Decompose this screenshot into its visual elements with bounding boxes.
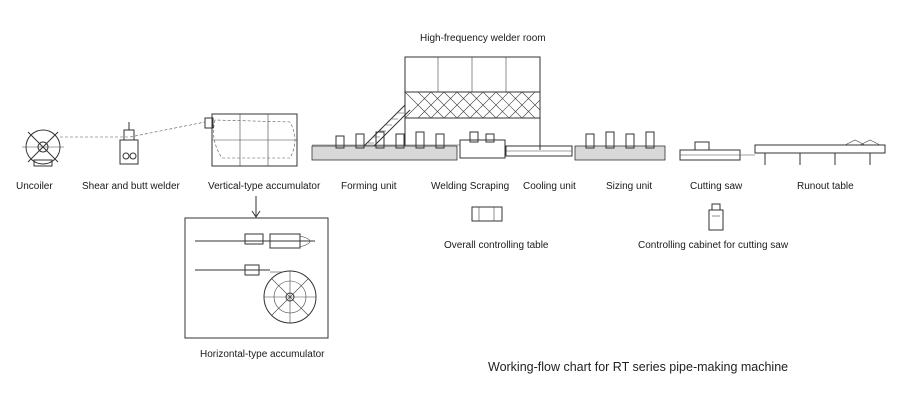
cooling-unit-drawing bbox=[505, 145, 573, 157]
control-cabinet-icon bbox=[708, 203, 724, 231]
strip-path-line bbox=[60, 121, 206, 138]
horizontal-accumulator-label: Horizontal-type accumulator bbox=[200, 349, 325, 360]
overall-controlling-table-label: Overall controlling table bbox=[444, 240, 549, 251]
page-title: Working-flow chart for RT series pipe-ma… bbox=[488, 360, 789, 374]
forming-unit-label: Forming unit bbox=[341, 181, 397, 192]
uncoiler-drawing bbox=[22, 129, 64, 167]
sizing-unit-label: Sizing unit bbox=[606, 181, 653, 192]
welding-scraping-drawing bbox=[459, 131, 506, 159]
control-table-icon bbox=[471, 206, 503, 222]
controlling-cabinet-label: Controlling cabinet for cutting saw bbox=[638, 240, 789, 251]
sizing-unit-drawing bbox=[574, 131, 666, 161]
welding-scraping-label: Welding Scraping bbox=[431, 181, 510, 192]
shear-butt-welder-drawing bbox=[119, 122, 139, 165]
cooling-unit-label: Cooling unit bbox=[523, 181, 576, 192]
shear-butt-welder-label: Shear and butt welder bbox=[82, 181, 180, 192]
cutting-saw-drawing bbox=[679, 141, 755, 161]
runout-table-drawing bbox=[754, 139, 886, 165]
welder-room-label: High-frequency welder room bbox=[420, 33, 546, 44]
welder-room-drawing bbox=[359, 56, 541, 153]
cutting-saw-label: Cutting saw bbox=[690, 181, 743, 192]
uncoiler-label: Uncoiler bbox=[16, 181, 53, 192]
runout-table-label: Runout table bbox=[797, 181, 854, 192]
vertical-accumulator-label: Vertical-type accumulator bbox=[208, 181, 321, 192]
forming-unit-drawing bbox=[311, 131, 460, 161]
vertical-accumulator-drawing bbox=[204, 113, 298, 167]
accumulator-connector-arrow bbox=[251, 196, 261, 218]
horizontal-accumulator-drawing bbox=[184, 217, 329, 339]
